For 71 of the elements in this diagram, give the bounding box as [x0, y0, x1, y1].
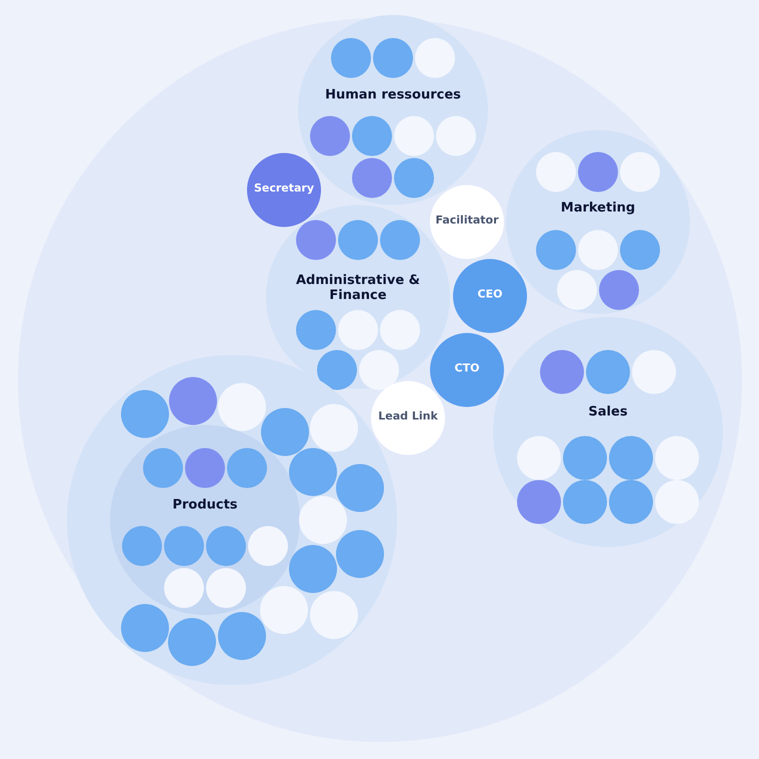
member-circle	[260, 586, 308, 634]
member-circle	[620, 152, 660, 192]
member-circle	[352, 158, 392, 198]
member-circle	[578, 230, 618, 270]
member-circle	[563, 436, 607, 480]
member-circle	[655, 480, 699, 524]
member-circle	[338, 310, 378, 350]
member-circle	[336, 530, 384, 578]
member-circle	[632, 350, 676, 394]
member-circle	[394, 158, 434, 198]
role-name: Lead Link	[378, 410, 438, 424]
member-circle	[415, 38, 455, 78]
member-circle	[121, 604, 169, 652]
member-circle	[536, 152, 576, 192]
role-name: Secretary	[254, 182, 314, 196]
member-circle	[380, 310, 420, 350]
member-circle	[609, 480, 653, 524]
member-circle	[169, 377, 217, 425]
member-circle	[436, 116, 476, 156]
member-circle	[599, 270, 639, 310]
member-circle	[578, 152, 618, 192]
member-circle	[122, 526, 162, 566]
member-circle	[310, 116, 350, 156]
team-name: Sales	[588, 406, 628, 420]
member-circle	[536, 230, 576, 270]
member-circle	[394, 116, 434, 156]
member-circle	[563, 480, 607, 524]
member-circle	[248, 526, 288, 566]
role-name: Facilitator	[435, 214, 499, 228]
member-circle	[352, 116, 392, 156]
member-circle	[609, 436, 653, 480]
member-circle	[359, 350, 399, 390]
member-circle	[289, 448, 337, 496]
member-circle	[317, 350, 357, 390]
member-circle	[517, 436, 561, 480]
member-circle	[289, 545, 337, 593]
member-circle	[517, 480, 561, 524]
member-circle	[373, 38, 413, 78]
member-circle	[540, 350, 584, 394]
team-name: Products	[172, 498, 238, 514]
member-circle	[227, 448, 267, 488]
member-circle	[299, 496, 347, 544]
member-circle	[557, 270, 597, 310]
member-circle	[206, 568, 246, 608]
member-circle	[206, 526, 246, 566]
team-name: Marketing	[560, 202, 636, 216]
member-circle	[218, 383, 266, 431]
member-circle	[310, 404, 358, 452]
team-name: Human ressources	[325, 88, 461, 104]
member-circle	[586, 350, 630, 394]
role-name: CTO	[454, 362, 480, 376]
member-circle	[336, 464, 384, 512]
role-name: CEO	[478, 288, 502, 302]
member-circle	[296, 220, 336, 260]
member-circle	[380, 220, 420, 260]
member-circle	[185, 448, 225, 488]
member-circle	[338, 220, 378, 260]
team-name: Administrative & Finance	[294, 274, 422, 304]
member-circle	[331, 38, 371, 78]
member-circle	[310, 591, 358, 639]
member-circle	[261, 408, 309, 456]
member-circle	[143, 448, 183, 488]
member-circle	[218, 612, 266, 660]
member-circle	[620, 230, 660, 270]
member-circle	[655, 436, 699, 480]
member-circle	[164, 568, 204, 608]
member-circle	[164, 526, 204, 566]
member-circle	[121, 390, 169, 438]
role-circle	[430, 185, 504, 259]
member-circle	[296, 310, 336, 350]
member-circle	[168, 618, 216, 666]
